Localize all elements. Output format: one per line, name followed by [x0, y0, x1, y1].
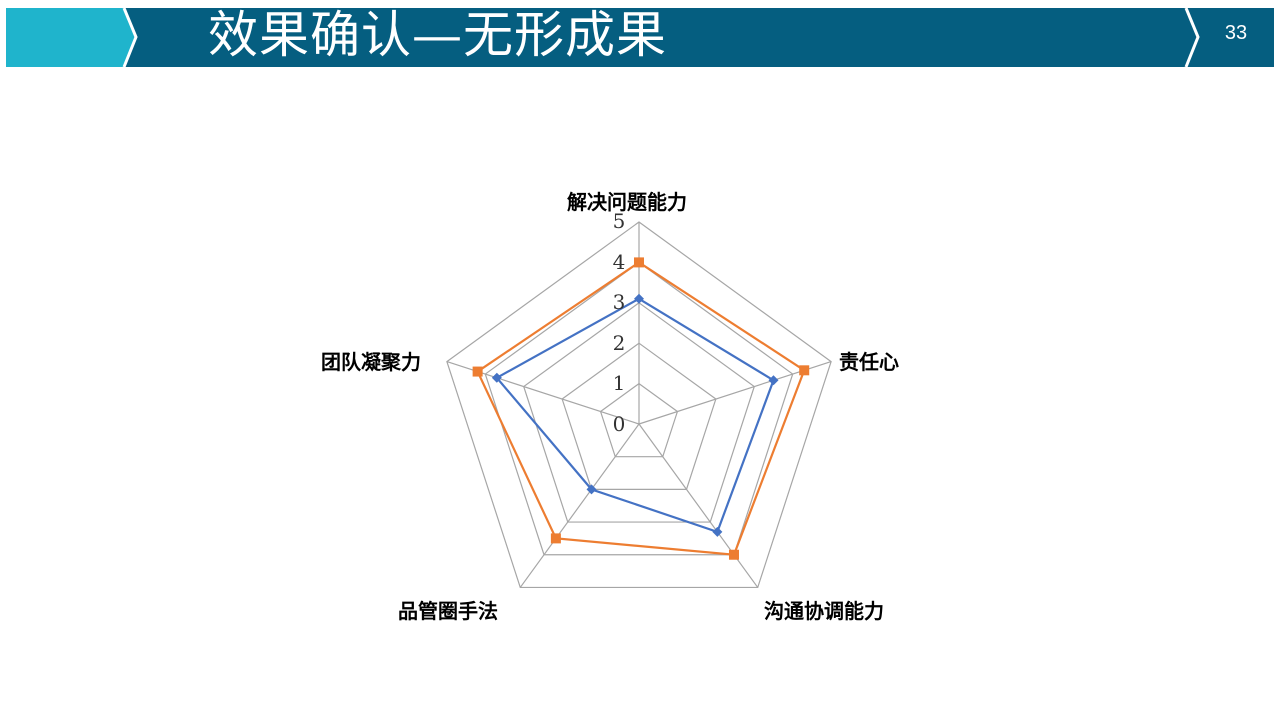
grid-ring — [484, 261, 794, 556]
square-marker-icon — [634, 257, 644, 268]
tick-label: 4 — [612, 250, 626, 274]
diamond-marker-icon — [712, 526, 723, 537]
grid-ring — [523, 302, 755, 523]
tick-label: 0 — [612, 412, 626, 436]
square-marker-icon — [472, 366, 483, 377]
page-title: 效果确认—无形成果 — [208, 6, 667, 64]
tick-label: 3 — [612, 290, 626, 314]
axis-label-team-cohesion: 团队凝聚力 — [321, 350, 421, 374]
grid-spoke — [519, 423, 640, 588]
diamond-marker-icon — [634, 293, 644, 304]
chevron-right-icon — [122, 7, 138, 68]
page-number: 33 — [1224, 22, 1248, 44]
diamond-marker-icon — [491, 372, 502, 383]
tick-label: 1 — [612, 371, 626, 395]
square-marker-icon — [550, 533, 561, 544]
tick-label: 2 — [612, 331, 626, 355]
diamond-marker-icon — [586, 484, 597, 495]
series-line — [476, 261, 806, 556]
axis-label-communication: 沟通协调能力 — [764, 599, 884, 623]
slide-header: 效果确认—无形成果 33 — [0, 0, 1280, 70]
axis-label-qcc-methods: 品管圈手法 — [398, 599, 498, 623]
axis-label-responsibility: 责任心 — [839, 350, 899, 374]
square-marker-icon — [728, 549, 739, 560]
grid-ring — [599, 382, 679, 458]
tick-label: 5 — [612, 209, 626, 233]
grid-spoke — [638, 361, 832, 425]
grid-ring — [446, 221, 832, 589]
series-line — [495, 297, 775, 534]
header-accent-block — [6, 8, 136, 67]
grid-ring — [561, 342, 717, 490]
header-bar — [6, 8, 1274, 67]
axis-label-problem-solving: 解决问题能力 — [567, 190, 687, 214]
grid-spoke — [638, 423, 759, 588]
diamond-marker-icon — [768, 375, 779, 386]
chevron-right-icon — [1184, 7, 1200, 68]
square-marker-icon — [799, 365, 810, 376]
header-banner — [6, 7, 1274, 68]
